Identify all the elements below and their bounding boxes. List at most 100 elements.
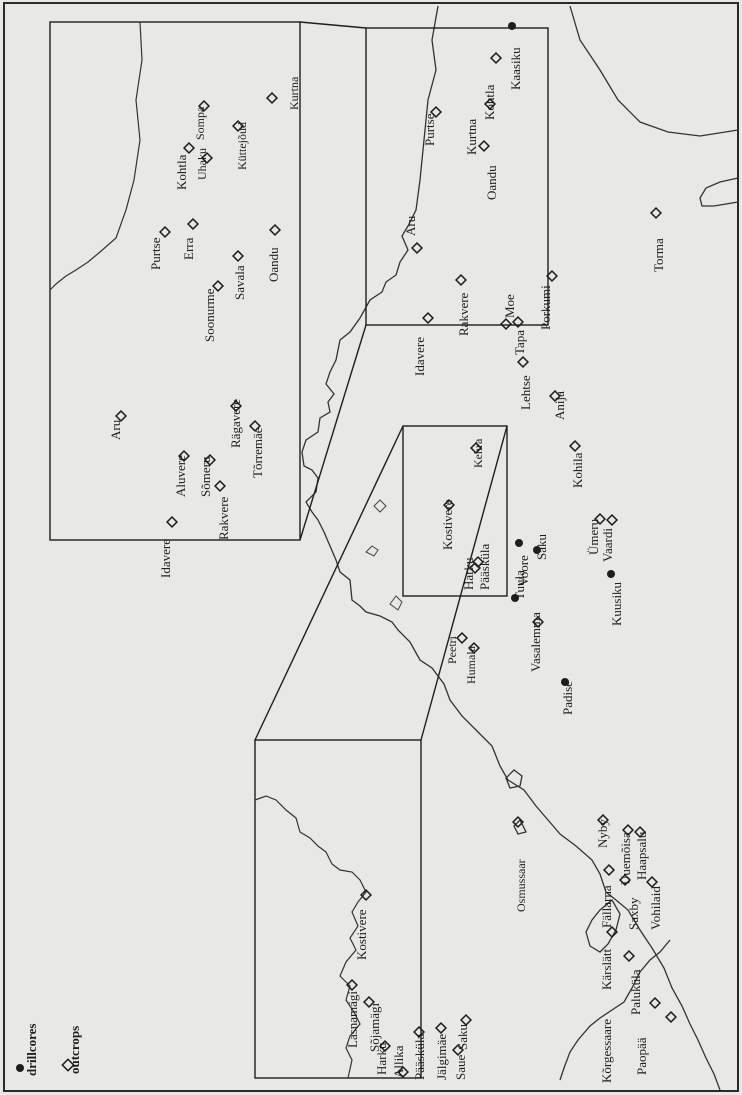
drillcore-marker <box>561 678 569 686</box>
site-label-m24: Pääsküla <box>477 544 492 590</box>
outcrop-marker <box>186 217 200 231</box>
inset-frame-tallinn <box>254 739 422 1079</box>
legend-drillcores-label: drillcores <box>24 1024 39 1076</box>
outcrop-marker <box>499 317 513 331</box>
site-label-m21: Voore <box>516 555 531 586</box>
inset-east-coastline <box>49 21 143 291</box>
site-label-m25: Tuula <box>512 570 527 600</box>
coastline-group <box>301 5 739 1091</box>
outcrop-marker <box>605 925 619 939</box>
outcrop-marker <box>200 151 214 165</box>
site-label-m36: Vohilaid <box>648 886 663 930</box>
site-label-a02: Kohtla <box>174 154 189 190</box>
site-label-m04: Kurtna <box>464 119 479 155</box>
site-label-m03: Purtse <box>422 113 437 146</box>
site-label-a17: Rakvere <box>216 496 231 540</box>
outcrop-marker <box>114 409 128 423</box>
drillcore-marker <box>508 22 516 30</box>
site-label-m09: Porkumi <box>538 285 553 330</box>
site-label-m33: Haapsalu <box>634 831 649 880</box>
site-label-m01: Kaasiku <box>508 47 523 90</box>
site-label-b07: Jälgimäe <box>434 1034 449 1080</box>
outcrop-marker <box>511 315 525 329</box>
outcrop-marker <box>229 399 243 413</box>
outcrop-marker <box>182 141 196 155</box>
site-label-m35: Saxby <box>626 897 641 930</box>
outcrop-marker <box>516 355 530 369</box>
outcrop-marker <box>649 206 663 220</box>
outcrop-marker <box>483 97 497 111</box>
site-label-m10: Torma <box>651 238 666 272</box>
site-label-b05: Pääsküla <box>412 1034 427 1080</box>
outcrop-marker <box>265 91 279 105</box>
outcrop-marker <box>362 995 376 1009</box>
outcrop-marker <box>596 813 610 827</box>
site-label-a11: Aru <box>108 419 123 440</box>
site-label-a06: Purtse <box>148 237 163 270</box>
outcrop-marker <box>197 99 211 113</box>
island-islet <box>365 545 379 557</box>
coastline-peipus-inlet <box>699 177 739 207</box>
site-label-m32: Uuemõisa <box>618 832 633 885</box>
outcrop-marker <box>568 439 582 453</box>
site-label-m05: Oandu <box>484 165 499 200</box>
site-label-a04: Uhaku <box>195 148 209 180</box>
outcrop-marker <box>177 449 191 463</box>
site-label-m14: Anija <box>552 391 567 420</box>
site-label-m40: Paopää <box>634 1037 649 1075</box>
outcrop-marker <box>378 1039 392 1053</box>
coastline-island-small-1 <box>505 769 523 789</box>
drillcore-marker <box>533 546 541 554</box>
site-label-b09: Saku <box>455 1024 470 1051</box>
outcrop-marker <box>231 119 245 133</box>
outcrop-marker <box>248 419 262 433</box>
site-label-m29: Padise <box>560 681 575 715</box>
site-label-m34: Fällarna <box>599 885 614 928</box>
outcrop-marker <box>593 512 607 526</box>
site-label-a16: Idavere <box>158 539 173 578</box>
outcrop-marker <box>434 1021 448 1035</box>
outcrop-marker <box>645 875 659 889</box>
connector-line <box>299 21 367 29</box>
outcrop-marker <box>489 51 503 65</box>
outcrop-marker <box>410 241 424 255</box>
site-label-m30: Osmussaar <box>514 859 528 912</box>
site-label-m23: Harku <box>461 557 476 590</box>
site-label-a03: Sompa <box>193 106 207 140</box>
site-label-m15: Kehra <box>471 438 485 468</box>
coastline-main <box>301 5 721 1091</box>
site-label-a09: Savala <box>232 265 247 300</box>
outcrop-marker <box>531 615 545 629</box>
site-label-m12: Tapa <box>512 330 527 355</box>
site-label-a13: Aluvere <box>173 455 188 497</box>
site-label-m13: Lehtse <box>518 375 533 410</box>
site-label-a14: Sõmeru <box>198 456 213 497</box>
outcrop-marker <box>451 1043 465 1057</box>
drillcore-symbol <box>16 1064 24 1072</box>
site-label-m22: Saku <box>534 534 549 561</box>
outcrop-marker <box>203 453 217 467</box>
outcrop-marker <box>469 441 483 455</box>
outcrop-marker <box>548 389 562 403</box>
outcrop-marker <box>429 105 443 119</box>
drillcore-marker <box>511 594 519 602</box>
site-label-m20: Kuusiku <box>609 581 624 626</box>
coastline-lake-peipus <box>569 5 739 137</box>
site-label-b08: Saue <box>453 1055 468 1081</box>
site-label-a01: Kurtna <box>287 76 301 110</box>
outcrop-marker <box>477 139 491 153</box>
site-label-a12: Rägavere <box>228 399 243 448</box>
site-label-a07: Erra <box>181 237 196 260</box>
site-label-m08: Idavere <box>412 337 427 376</box>
outcrop-marker <box>622 949 636 963</box>
outcrop-marker <box>268 223 282 237</box>
outcrop-marker <box>412 1025 426 1039</box>
site-label-m26: Vasalemma <box>528 612 543 672</box>
legend: drillcores outcrops <box>16 1024 82 1076</box>
site-label-m38: Paluküla <box>628 969 643 1015</box>
site-label-m02: Kohtla <box>482 84 497 120</box>
connector-line <box>299 324 367 541</box>
outcrop-marker <box>633 825 647 839</box>
site-label-m16: Kohila <box>570 452 585 488</box>
